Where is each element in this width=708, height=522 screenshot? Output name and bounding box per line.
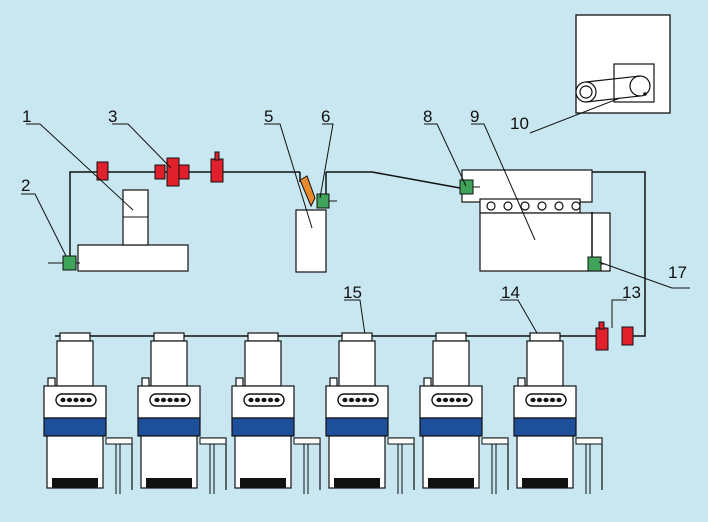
label-2: 2 xyxy=(21,176,30,195)
label-6: 6 xyxy=(321,107,330,126)
label-9: 9 xyxy=(470,107,479,126)
unit-1-base xyxy=(77,189,189,272)
valve-red-4 xyxy=(210,158,224,183)
label-17: 17 xyxy=(668,263,687,282)
motor-enclosure xyxy=(575,14,671,114)
valve-red-3c xyxy=(178,164,190,180)
sensor-17 xyxy=(587,256,602,272)
unit-9-feeder xyxy=(461,169,611,272)
label-5: 5 xyxy=(264,107,273,126)
valve-red-13b xyxy=(621,326,634,346)
label-1: 1 xyxy=(22,107,31,126)
label-14: 14 xyxy=(501,283,520,302)
valve-red-13a-stem xyxy=(598,321,605,330)
machine-5 xyxy=(419,332,509,494)
valve-red-3a xyxy=(154,164,166,180)
valve-red-13a xyxy=(595,327,609,351)
machine-4 xyxy=(325,332,415,494)
machine-row xyxy=(43,332,603,494)
label-15: 15 xyxy=(343,283,362,302)
unit-5-container xyxy=(295,175,327,273)
leader-lines xyxy=(21,97,690,385)
valve-red-1 xyxy=(96,161,109,181)
sensor-6 xyxy=(316,193,330,209)
label-10: 10 xyxy=(510,114,529,133)
label-13: 13 xyxy=(622,283,641,302)
label-3: 3 xyxy=(108,107,117,126)
valve-red-3b xyxy=(166,157,180,187)
label-8: 8 xyxy=(423,107,432,126)
machine-2 xyxy=(137,332,227,494)
sensor-8 xyxy=(459,179,474,195)
sensor-2 xyxy=(62,255,77,271)
machine-6 xyxy=(513,332,603,494)
machine-3 xyxy=(231,332,321,494)
pipe-network xyxy=(55,171,646,337)
valve-red-4-stem xyxy=(214,151,220,161)
valve-group xyxy=(96,151,634,351)
machine-1 xyxy=(43,332,133,494)
